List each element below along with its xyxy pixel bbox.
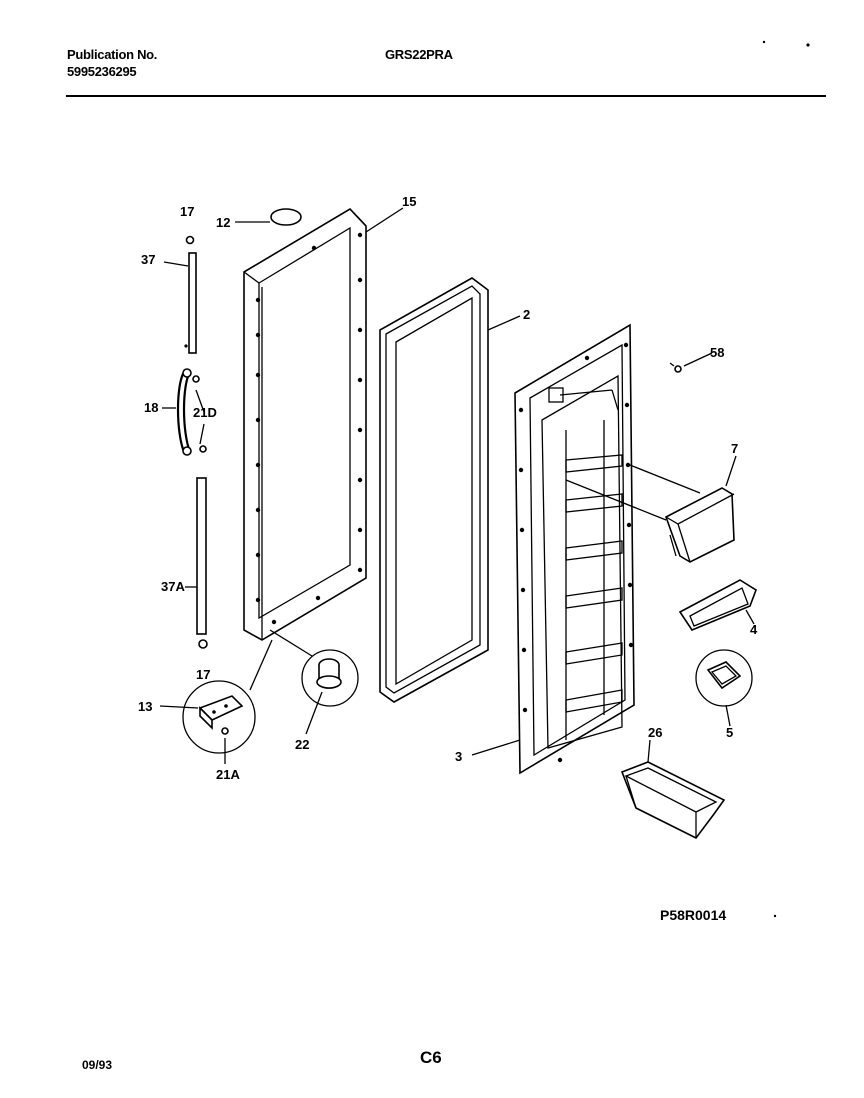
- callout-17-bottom: 17: [196, 667, 210, 682]
- publication-label: Publication No.: [67, 47, 158, 62]
- footer-page: C6: [420, 1048, 442, 1067]
- callout-17-top: 17: [180, 204, 194, 219]
- part-7-door-shelf-bin: [565, 464, 735, 563]
- callout-58: 58: [710, 345, 724, 360]
- callout-3: 3: [455, 749, 462, 764]
- drawing-id: P58R0014: [660, 907, 726, 923]
- publication-number: 5995236295: [67, 64, 137, 79]
- callout-37a: 37A: [161, 579, 185, 594]
- part-2-door-gasket: [379, 277, 489, 703]
- part-13-hinge-detail: [182, 639, 273, 754]
- leader-lines: [159, 207, 755, 764]
- callout-21d: 21D: [193, 405, 217, 420]
- part-15-door-frame: [243, 207, 367, 641]
- part-5-detail-circle: [695, 649, 753, 707]
- part-22-bushing-detail: [269, 629, 359, 707]
- callout-labels: 17 12 15 37 2 58 18 21D 7 37A 4 17 13 22…: [138, 194, 758, 782]
- callout-4: 4: [750, 622, 758, 637]
- part-12-plug: [270, 208, 302, 226]
- model-number: GRS22PRA: [385, 47, 453, 62]
- callout-7: 7: [731, 441, 738, 456]
- header-divider: [66, 95, 826, 97]
- callout-37: 37: [141, 252, 155, 267]
- part-4-door-rack: [678, 579, 757, 631]
- part-37-upper-trim: [184, 235, 197, 354]
- callout-26: 26: [648, 725, 662, 740]
- footer-date: 09/93: [82, 1058, 113, 1072]
- part-18-door-handle: [176, 368, 207, 456]
- callout-12: 12: [216, 215, 230, 230]
- callout-5: 5: [726, 725, 733, 740]
- part-37a-lower-trim: [196, 477, 208, 649]
- part-3-inner-door-liner: [514, 323, 635, 775]
- callout-18: 18: [144, 400, 158, 415]
- callout-2: 2: [523, 307, 530, 322]
- callout-13: 13: [138, 699, 152, 714]
- callout-22: 22: [295, 737, 309, 752]
- part-26-door-bin: [620, 761, 726, 840]
- part-58-screw: [669, 362, 682, 373]
- callout-21a: 21A: [216, 767, 240, 782]
- callout-15: 15: [402, 194, 416, 209]
